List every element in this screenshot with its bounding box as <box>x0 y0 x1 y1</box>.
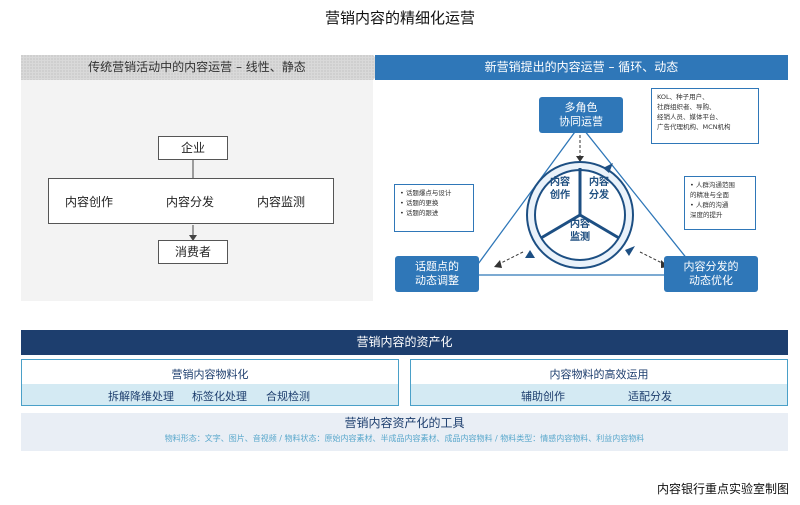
content-monitor-step: 内容监测 <box>257 195 306 209</box>
consumer-box: 消费者 <box>158 240 228 264</box>
roles-note-line: 经销人员、媒体平台、 <box>657 113 722 121</box>
roles-note-line: KOL、种子用户、 <box>657 93 709 101</box>
new-marketing-header-text: 新营销提出的内容运营 – 循环、动态 <box>484 60 679 74</box>
usage-title: 内容物料的高效运用 <box>549 368 649 381</box>
multi-role-text: 多角色 协同运营 <box>559 101 603 128</box>
source-caption: 内容银行重点实验室制图 <box>656 482 789 496</box>
diagram-title: 营销内容的精细化运营 <box>324 9 475 27</box>
materialization-item: 拆解降维处理 <box>108 390 174 403</box>
core-create-text: 内容 创作 <box>550 177 570 201</box>
distribution-opt-box: 内容分发的 动态优化 <box>664 256 758 292</box>
content-distribute-step: 内容分发 <box>166 195 215 209</box>
roles-note-line: 社群组织者、导购、 <box>657 103 716 111</box>
usage-item: 辅助创作 <box>521 390 565 403</box>
content-create-step: 内容创作 <box>65 195 114 209</box>
core-monitor-text: 内容 监测 <box>570 219 590 243</box>
core-create-label: 内容 创作 <box>545 176 575 202</box>
audience-note-line: 的精准与全面 <box>690 191 729 199</box>
usage-item: 适配分发 <box>628 390 672 403</box>
tools-subtitle: 物料形态：文字、图片、音视频 / 物料状态：原始内容素材、半成品内容素材、成品内… <box>164 434 645 443</box>
core-distribute-text: 内容 分发 <box>589 177 609 201</box>
audience-note-line: • 人群沟通范围 <box>690 181 735 189</box>
topic-note-line: • 话题的更换 <box>400 199 439 207</box>
audience-note-line: • 人群的沟通 <box>690 201 729 209</box>
multi-role-box: 多角色 协同运营 <box>539 97 623 133</box>
materialization-title: 营销内容物料化 <box>171 368 249 381</box>
process-box <box>48 178 334 224</box>
cycle-diagram <box>468 123 702 276</box>
assetization-header: 营销内容的资产化 <box>356 335 453 349</box>
traditional-header-bar <box>21 55 385 80</box>
audience-note: • 人群沟通范围 的精准与全面 • 人群的沟通 深度的提升 <box>684 176 756 230</box>
materialization-item: 标签化处理 <box>192 390 247 403</box>
usage-items-row <box>411 384 787 405</box>
roles-note-line: 广告代理机构、MCN机构 <box>657 123 731 131</box>
materialization-items-row <box>22 384 398 405</box>
topic-note: • 话题爆点与设计 • 话题的更换 • 话题的跟进 <box>394 184 474 232</box>
assetization-band <box>21 330 788 355</box>
audience-note-line: 深度的提升 <box>690 211 723 219</box>
roles-note: KOL、种子用户、 社群组织者、导购、 经销人员、媒体平台、 广告代理机构、MC… <box>651 88 759 144</box>
tools-title: 营销内容资产化的工具 <box>344 416 465 430</box>
topic-dynamic-text: 话题点的 动态调整 <box>415 260 459 287</box>
core-distribute-label: 内容 分发 <box>584 176 614 202</box>
topic-dynamic-box: 话题点的 动态调整 <box>395 256 479 292</box>
topic-note-line: • 话题的跟进 <box>400 209 439 217</box>
traditional-header-text: 传统营销活动中的内容运营 – 线性、静态 <box>88 60 306 74</box>
topic-note-line: • 话题爆点与设计 <box>400 189 452 197</box>
new-marketing-header-bar <box>375 55 788 80</box>
materialization-item: 合规检测 <box>266 390 310 403</box>
enterprise-box: 企业 <box>158 136 228 160</box>
distribution-opt-text: 内容分发的 动态优化 <box>683 260 739 287</box>
tools-band <box>21 413 788 451</box>
core-monitor-label: 内容 监测 <box>565 218 595 244</box>
